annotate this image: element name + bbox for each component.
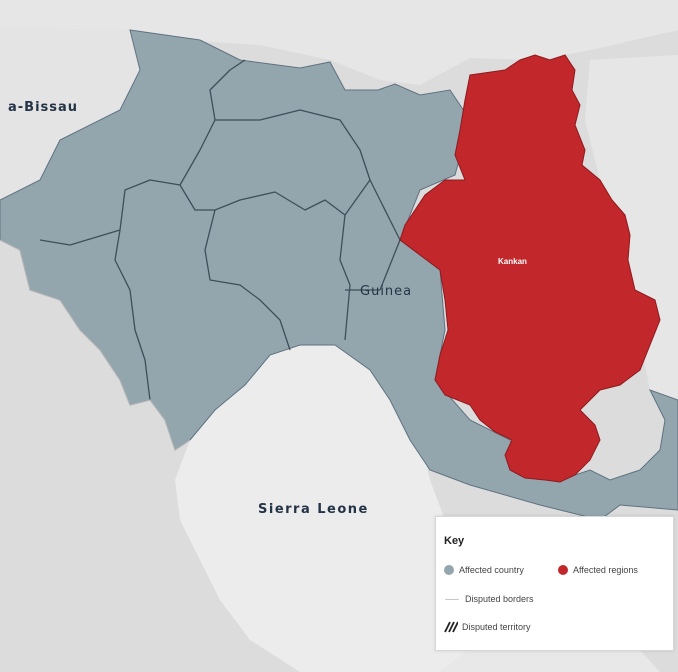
- key-label-disputed-territory: Disputed territory: [462, 622, 531, 632]
- key-label-affected-country: Affected country: [459, 565, 524, 575]
- affected-region-swatch-icon: [558, 565, 568, 575]
- hatch-pattern-icon: [444, 621, 458, 633]
- land-guinea-bissau: [0, 28, 140, 200]
- label-sierra-leone: Sierra Leone: [258, 502, 369, 517]
- key-title: Key: [444, 535, 465, 547]
- key-label-disputed-borders: Disputed borders: [465, 594, 534, 604]
- label-guinea: Guinea: [360, 284, 413, 299]
- key-row-affected-country: Affected country: [444, 565, 524, 575]
- affected-country-swatch-icon: [444, 565, 454, 575]
- key-label-affected-regions: Affected regions: [573, 565, 638, 575]
- coastline: [0, 239, 191, 451]
- map-key: Key Affected country Affected regions Di…: [435, 516, 674, 651]
- key-row-disputed-territory: Disputed territory: [444, 621, 531, 633]
- key-row-affected-regions: Affected regions: [558, 565, 638, 575]
- label-guinea-bissau: a-Bissau: [8, 100, 79, 115]
- disputed-border-line-icon: [445, 598, 459, 600]
- region-borders: [39, 59, 401, 401]
- key-row-disputed-borders: Disputed borders: [444, 594, 534, 604]
- land-north: [0, 0, 678, 85]
- label-kankan: Kankan: [498, 257, 527, 266]
- affected-region-kankan: [399, 54, 661, 483]
